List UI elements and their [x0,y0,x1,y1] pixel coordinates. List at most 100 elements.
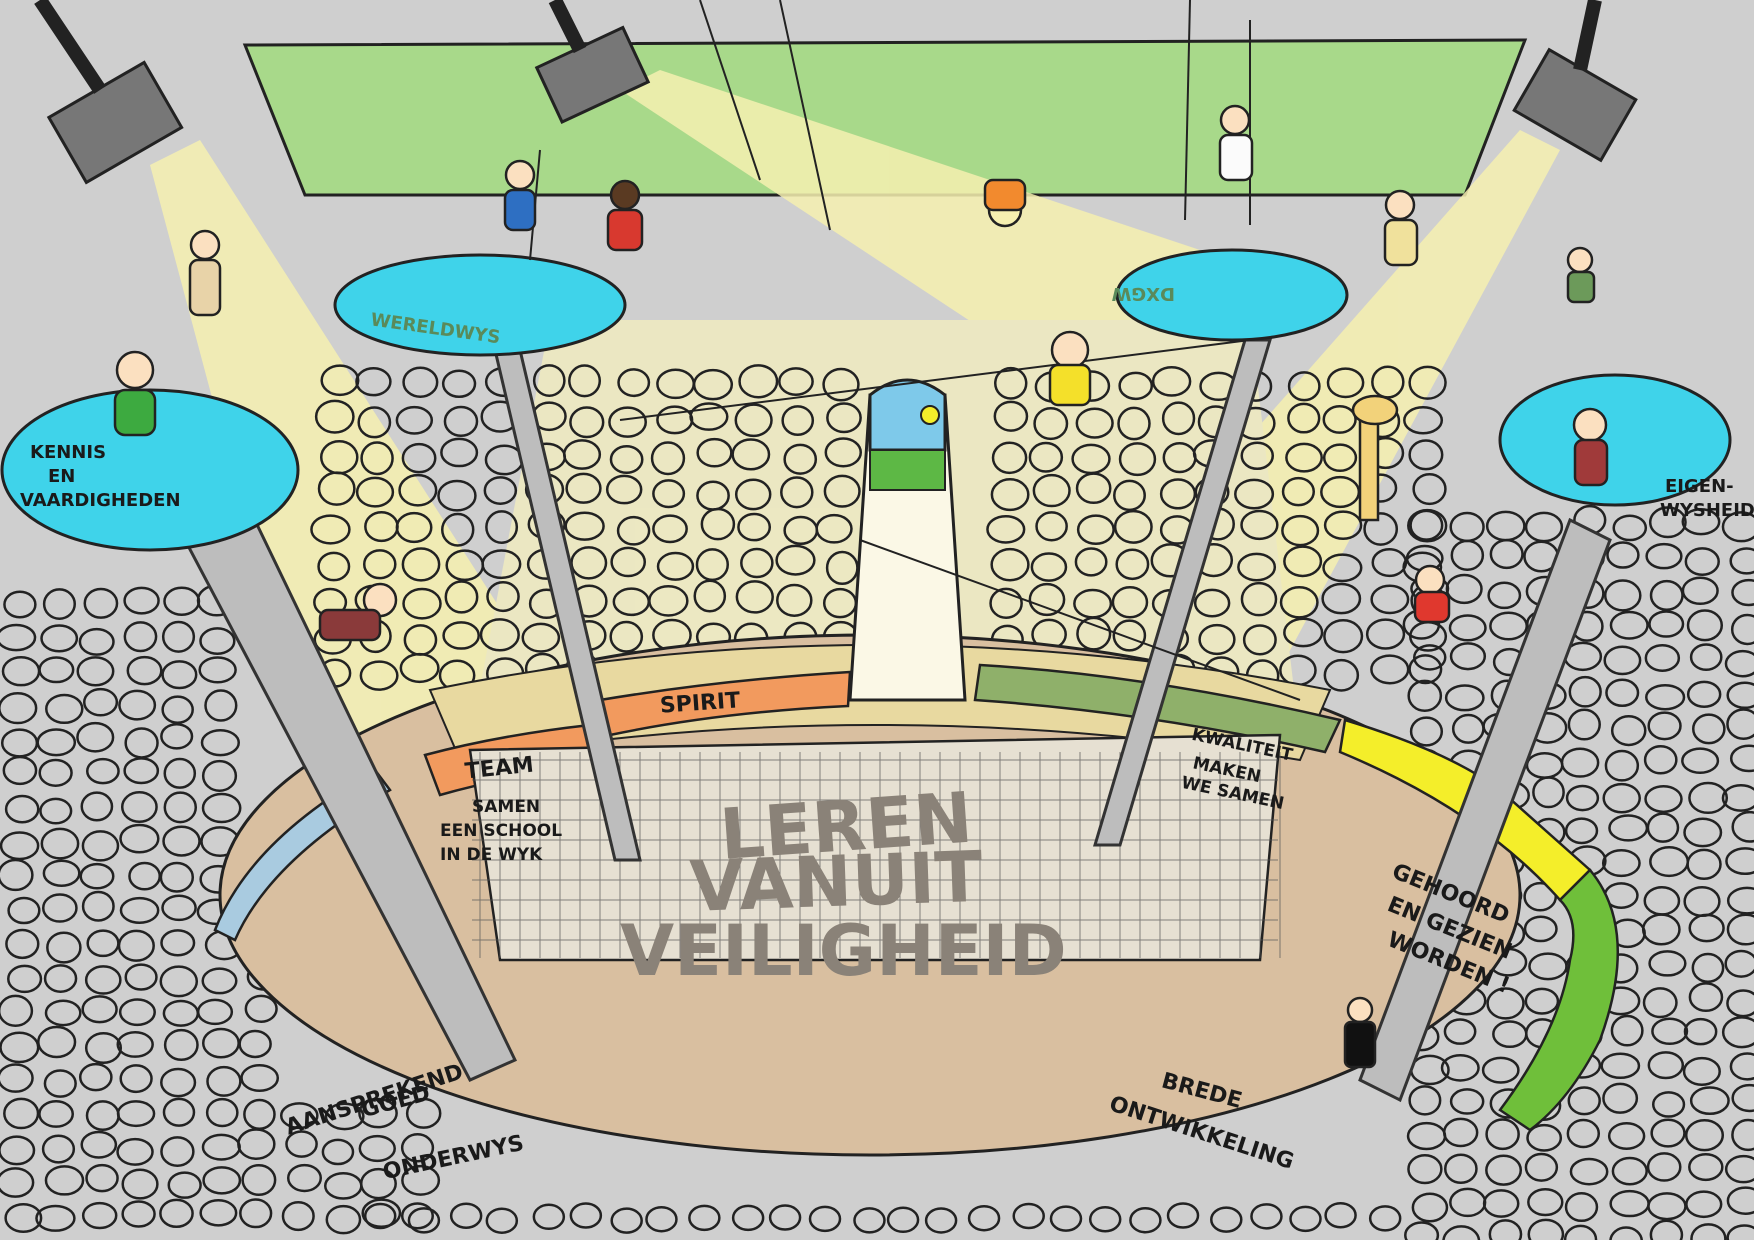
platform-left-label-3: VAARDIGHEDEN [20,490,181,511]
crowd-head [562,439,602,470]
crowd-head [83,687,119,717]
crowd-head [823,474,861,508]
crowd-head [358,1097,398,1129]
crowd-head [826,402,862,434]
crowd-head [1721,511,1754,543]
crowd-head [201,792,242,824]
crowd-head [1488,1219,1523,1240]
crowd-head [1198,623,1236,656]
crowd-head [1166,1202,1200,1229]
crowd-head [1651,1017,1689,1046]
crowd-head [239,1198,273,1229]
crowd-head [362,549,397,580]
crowd-head [700,507,736,541]
crowd-head [116,1100,156,1128]
crowd-head [285,1130,318,1158]
crowd-head [1726,913,1754,946]
crowd-head [440,437,479,468]
crowd-head [1688,1153,1724,1182]
crowd-head [608,406,647,438]
crowd-head [119,823,160,854]
crowd-head [240,1063,280,1093]
crowd-head [398,473,438,507]
crowd-head [1568,675,1602,708]
crowd-head [160,1067,197,1098]
crowd-head [40,624,79,653]
crowd-head [1567,708,1601,741]
crowd-head [4,1202,43,1234]
crowd-head [1684,1118,1725,1152]
crowd-head [1689,1086,1730,1116]
crowd-head [617,368,651,398]
crowd-head [1118,371,1154,401]
crowd-head [532,364,566,397]
crowd-head [1688,781,1729,815]
crowd-head [1489,538,1524,570]
crowd-head [1289,1205,1322,1233]
acrobats [113,104,1609,1069]
crowd-head [1602,1082,1639,1114]
crowd-head [324,1102,365,1131]
crowd-head [402,366,439,398]
crowd-head [688,1204,721,1232]
crowd-head [38,656,75,684]
spotlight-icons [34,0,1638,185]
crowd-head [121,1168,159,1200]
crowd-head [740,547,774,579]
crowd-head [206,1065,242,1097]
platform-right-label-1: EIGEN- [1665,476,1734,497]
crowd-head [993,400,1029,432]
audience-crowd [0,364,1754,1240]
crowd-head [199,1199,238,1227]
crowd-head [967,1204,1001,1232]
crowd-head [1726,886,1754,915]
crowd-head [5,928,40,960]
crowd-head [1234,478,1275,510]
crowd-head [1643,744,1678,775]
crowd-head [1560,747,1600,778]
crowd-head [359,1167,397,1200]
crowd-head [1683,1017,1718,1046]
crowd-head [314,399,355,434]
crowd-head [42,588,76,620]
crowd-head [81,890,115,922]
crowd-head [1076,616,1112,651]
crowd-head [442,621,480,650]
crowd-head [163,757,197,789]
crowd-head [449,1202,483,1230]
crowd-head [1408,365,1447,400]
crowd-head [731,438,771,471]
crowd-head [81,995,118,1024]
crowd-head [1407,679,1443,713]
crowd-head [1524,1152,1559,1182]
crowd-head [1726,681,1754,710]
net-title-line-2: VANUIT [688,836,984,928]
crowd-head [1449,642,1487,671]
crowd-head [401,442,437,474]
crowd-head [1030,552,1068,582]
crowd-head [1012,1202,1045,1230]
crowd-head [1645,542,1683,570]
crowd-head [1408,439,1444,471]
crowd-head [1602,782,1641,814]
crowd-head [7,964,43,994]
platform-right-label-2: WYSHEID [1660,500,1754,521]
crowd-head [123,586,160,615]
crowd-head [1113,479,1146,512]
crowd-head [1485,1154,1523,1186]
crowd-head [768,1204,802,1231]
giraffe-icon [1351,394,1399,522]
crowd-head [38,758,73,787]
crowd-head [1408,654,1443,685]
crowd-head [126,655,163,686]
sun-icon [920,405,940,425]
crowd-head [986,514,1026,544]
crowd-head [1646,1152,1682,1182]
crowd-head [198,656,237,684]
crowd-head [1524,987,1560,1015]
crowd-head [1281,514,1320,547]
green-segment [1498,868,1620,1132]
crowd-head [853,1207,886,1234]
crowd-head [205,1097,239,1128]
